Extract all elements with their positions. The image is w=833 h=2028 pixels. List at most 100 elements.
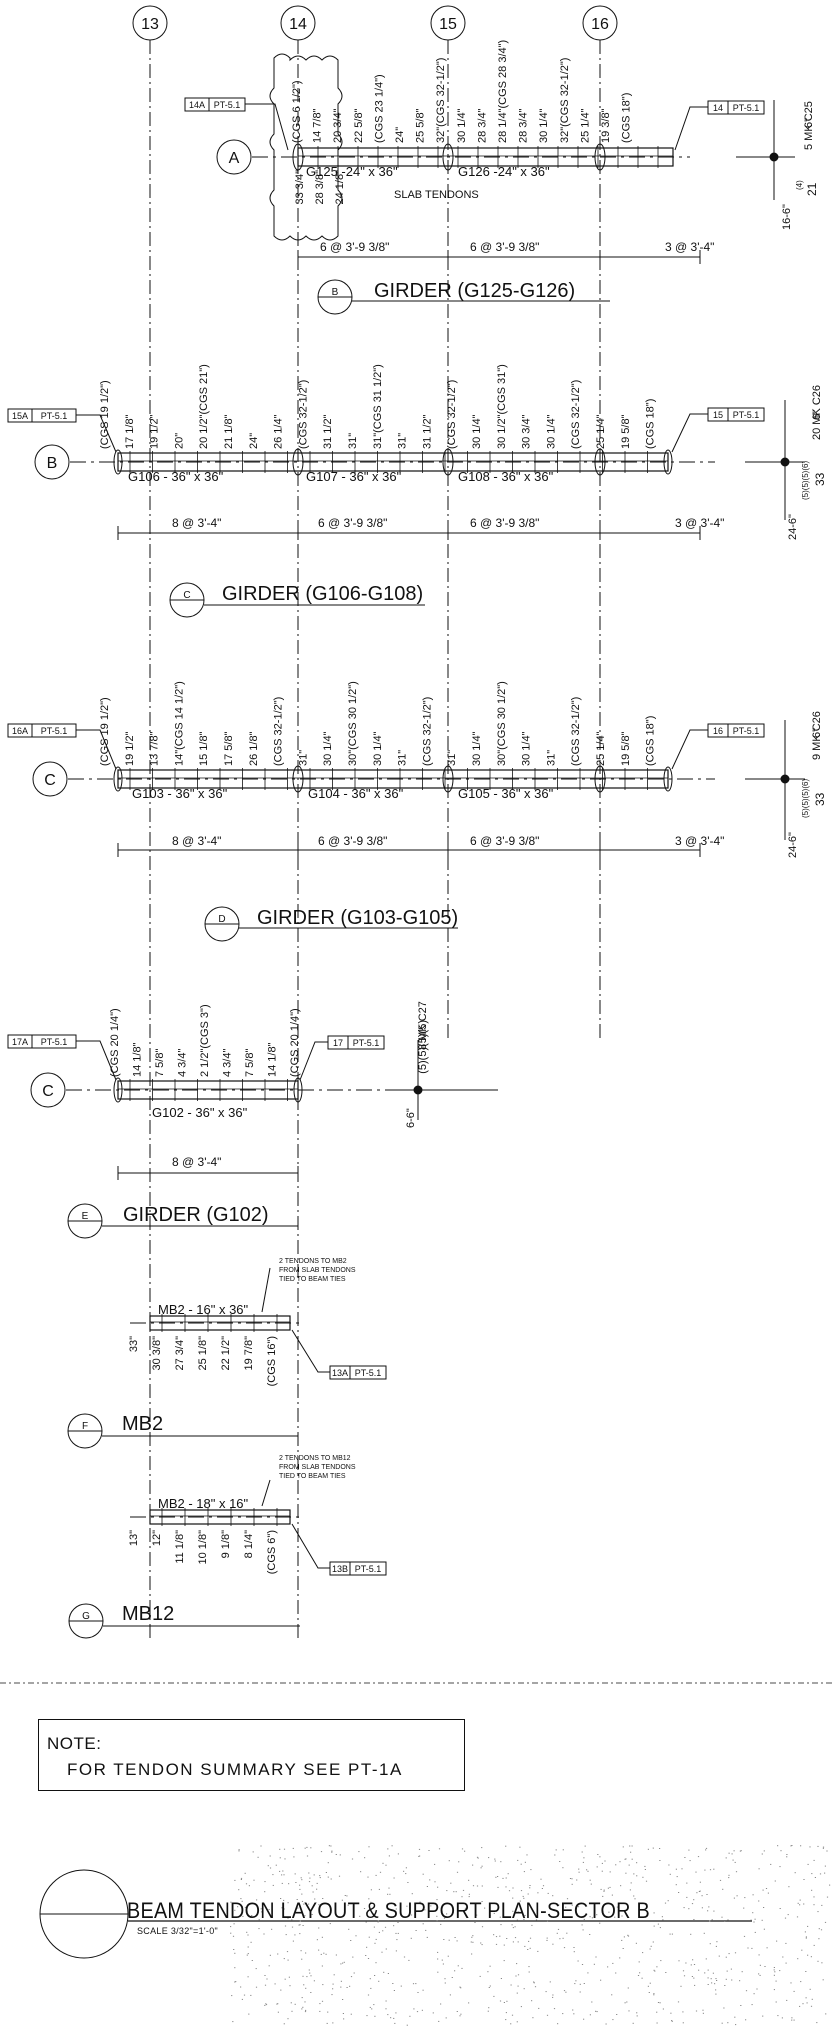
note-title: NOTE: [47,1734,102,1753]
scan-speck [277,2011,279,2013]
scan-speck [600,1888,602,1890]
scan-speck [629,1845,631,1847]
scan-speck [456,1871,459,1873]
scan-speck [369,1978,371,1980]
tendon-height-top: (CGS 20 1/4") [109,1008,121,1077]
scan-speck [754,1918,756,1920]
scan-speck [301,1958,303,1960]
scan-speck [589,1934,591,1935]
scan-speck [662,1919,664,1921]
scan-speck [622,1846,624,1848]
scan-speck [234,1967,236,1969]
side-mark: 5 MK C25 [803,101,815,150]
scan-speck [375,1938,377,1940]
scan-speck [298,1924,300,1926]
scan-speck [237,1906,239,1908]
scan-speck [481,1926,484,1928]
scan-speck [529,1885,531,1886]
scan-speck [693,1899,695,1901]
scan-speck [388,1887,390,1889]
scan-speck [251,1960,253,1961]
scan-speck [366,1946,368,1948]
svg-text:PT-5.1: PT-5.1 [733,410,760,420]
scan-speck [370,1987,372,1989]
scan-speck [370,1901,372,1903]
scan-speck [279,1857,281,1859]
scan-speck [751,2004,753,2006]
scan-speck [728,1953,730,1955]
span-label-g105: G105 - 36" x 36" [458,786,554,801]
note-box: NOTE: FOR TENDON SUMMARY SEE PT-1A [38,1719,465,1791]
scan-speck [758,1868,760,1870]
scan-speck [791,1845,793,1846]
scan-speck [335,1954,337,1956]
scan-speck [244,1872,246,1874]
scan-speck [682,2011,684,2013]
scan-speck [575,1980,577,1982]
scan-speck [232,1935,235,1937]
spacing-g102: 8 @ 3'-4" [172,1155,221,1169]
scan-speck [712,1972,714,1974]
scan-speck [441,1908,443,1909]
tendon-height-bottom: 33 3/4" [294,170,306,205]
side-offset: (5)(5)(5)(5) [417,1020,429,1074]
scan-speck [343,2018,345,2020]
scan-speck [480,1867,482,1869]
scan-speck [758,1954,760,1956]
scan-speck [680,1985,682,1987]
spacing-a-1: 6 @ 3'-9 3/8" [320,240,389,254]
beam-title-mb2: MB2 [122,1413,163,1435]
scan-speck [806,2002,808,2004]
scan-speck [799,2005,801,2007]
scan-speck [448,1860,450,1862]
scan-speck [460,1987,462,1989]
scan-speck [481,1847,483,1849]
tendon-height-top: 2 1/2"(CGS 3") [199,1004,211,1077]
scan-speck [524,1914,526,1916]
scan-speck [765,1888,768,1889]
scan-speck [349,1985,351,1987]
scan-speck [799,1904,801,1906]
tendon-height-top: (CGS 19 1/2") [99,380,111,449]
scan-speck [495,1876,497,1878]
scan-speck [781,2017,783,2019]
scan-speck [371,2008,373,2010]
grid-label-16: 16 [591,16,609,33]
svg-text:14: 14 [713,103,723,113]
scan-speck [274,1983,276,1985]
scan-speck [387,1893,389,1895]
scan-speck [604,1860,606,1862]
scan-speck [284,1978,286,1980]
scan-speck [448,1939,450,1941]
scan-speck [393,1877,395,1879]
scan-speck [796,1916,799,1918]
scan-speck [441,1959,443,1961]
tag-left-g102: 17A PT-5.1 [7,1034,117,1081]
scan-speck [392,1983,394,1984]
scan-speck [263,1933,265,1935]
scan-speck [625,1858,627,1860]
tendon-height-top: 31" [347,433,359,449]
scan-speck [753,1921,755,1923]
girder-title-g106: GIRDER (G106-G108) [222,583,423,605]
girder-g103-g105: C 16A PT-5.1 16 PT-5.1 [7,720,805,942]
scan-speck [308,1903,310,1905]
scan-speck [707,1984,709,1985]
tendon-height-top: 7 5/8" [244,1049,256,1077]
scan-speck [559,1861,561,1862]
scan-speck [728,1877,730,1879]
tendon-height-top: 21 1/8" [223,414,235,449]
scan-speck [479,1975,481,1977]
scan-speck [281,1882,283,1884]
tendon-height-top: 25 1/4" [595,731,607,766]
scan-speck [753,1993,755,1995]
scan-speck [447,1955,449,1957]
scan-speck [581,1964,584,1965]
scan-speck [822,1846,825,1848]
scan-speck [587,1972,589,1974]
scan-speck [499,1935,501,1937]
scan-speck [699,1890,701,1892]
scan-speck [759,1974,761,1976]
scan-speck [644,1865,646,1867]
scan-speck [250,1941,252,1943]
